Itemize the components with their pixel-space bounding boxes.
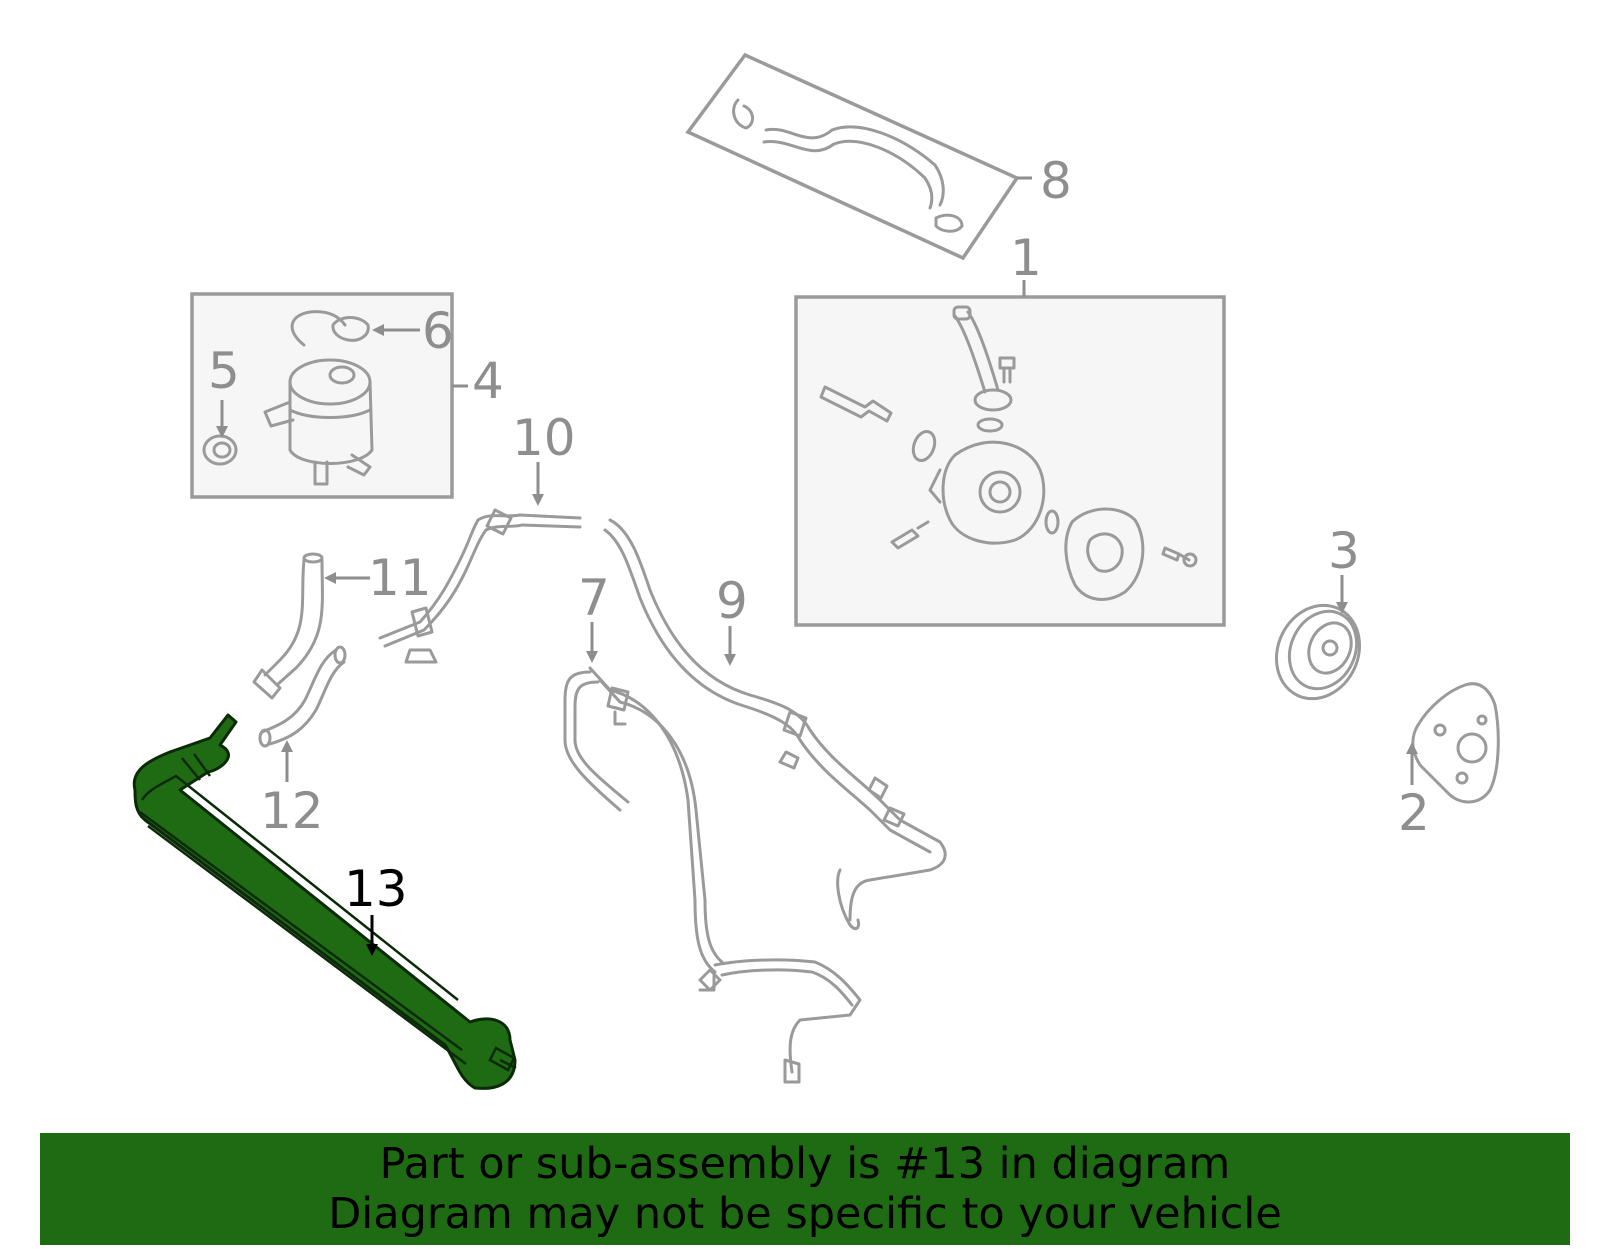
callout-1: 1: [1010, 229, 1042, 287]
part-8-return-hose[interactable]: [685, 52, 1032, 261]
banner-line-2: Diagram may not be specific to your vehi…: [328, 1189, 1282, 1239]
part-2-bracket[interactable]: [1411, 682, 1500, 804]
part-10-pressure-line[interactable]: [378, 508, 582, 664]
callout-12: 12: [260, 782, 324, 840]
callout-3: 3: [1328, 522, 1360, 580]
part-11-hose[interactable]: [252, 552, 324, 700]
callout-labels: 1 2 3 4 5 6 7 8 9 10 11 12 13: [208, 152, 1430, 918]
part-4-reservoir-assembly[interactable]: [190, 292, 468, 499]
info-banner: Part or sub-assembly is #13 in diagram D…: [40, 1133, 1570, 1245]
callout-2: 2: [1398, 784, 1430, 842]
callout-11: 11: [368, 549, 432, 607]
callout-6: 6: [422, 302, 454, 360]
callout-7: 7: [578, 569, 610, 627]
callout-8: 8: [1040, 152, 1072, 210]
part-9-pressure-line[interactable]: [603, 518, 947, 931]
part-1-pump-assembly[interactable]: [794, 280, 1226, 627]
part-13-cooler-tube-highlighted[interactable]: [132, 713, 517, 1090]
callout-9: 9: [716, 572, 748, 630]
leader-lines: [216, 324, 1418, 956]
callout-10: 10: [512, 409, 576, 467]
part-12-hose[interactable]: [258, 645, 347, 748]
callout-13: 13: [344, 860, 408, 918]
callout-4: 4: [472, 352, 504, 410]
part-3-pulley[interactable]: [1261, 592, 1374, 713]
banner-line-1: Part or sub-assembly is #13 in diagram: [379, 1139, 1231, 1189]
callout-5: 5: [208, 342, 240, 400]
part-7-return-line[interactable]: [563, 666, 862, 1084]
